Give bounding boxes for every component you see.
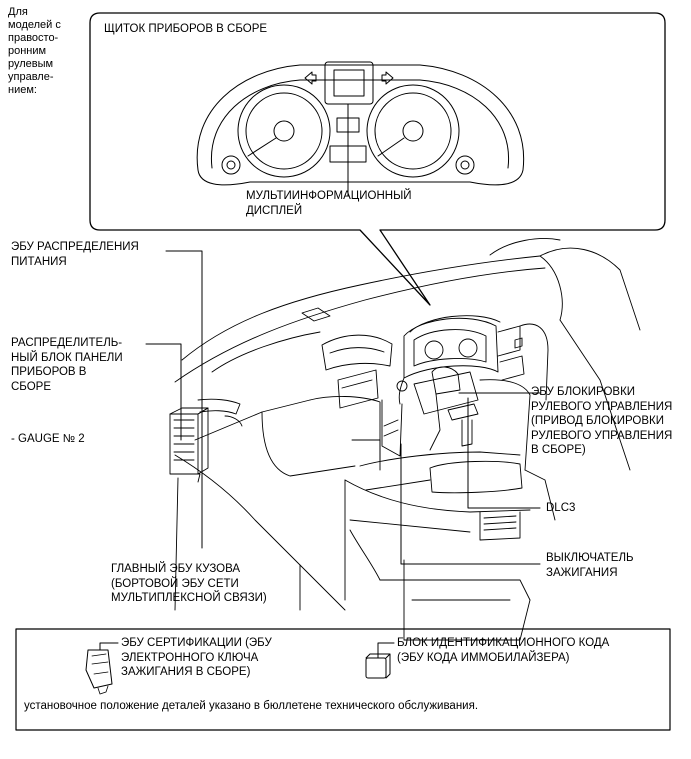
certification-ecu-label: ЭБУ СЕРТИФИКАЦИИ (ЭБУ ЭЛЕКТРОННОГО КЛЮЧА… — [121, 637, 272, 678]
id-code-box-label: БЛОК ИДЕНТИФИКАЦИОННОГО КОДА (ЭБУ КОДА И… — [397, 637, 610, 664]
callout-box — [89, 12, 666, 306]
legend-box — [15, 628, 671, 731]
footnote: установочное положение деталей указано в… — [24, 700, 479, 712]
dlc3-label: DLC3 — [546, 502, 576, 514]
main-body-ecu-label: ГЛАВНЫЙ ЭБУ КУЗОВА (БОРТОВОЙ ЭБУ СЕТИ МУ… — [111, 563, 267, 604]
leader-lines — [145, 187, 541, 565]
gauge-label: - GAUGE № 2 — [11, 433, 85, 445]
ignition-switch-label: ВЫКЛЮЧАТЕЛЬ ЗАЖИГАНИЯ — [546, 552, 634, 579]
cluster-title: ЩИТОК ПРИБОРОВ В СБОРЕ — [104, 23, 268, 35]
dashboard-illustration — [169, 238, 641, 641]
multi-display-label: МУЛЬТИИНФОРМАЦИОННЫЙ ДИСПЛЕЙ — [246, 190, 412, 217]
power-ecu-label: ЭБУ РАСПРЕДЕЛЕНИЯ ПИТАНИЯ — [11, 241, 139, 268]
steering-lock-ecu-label: ЭБУ БЛОКИРОВКИ РУЛЕВОГО УПРАВЛЕНИЯ (ПРИВ… — [531, 386, 673, 456]
junction-block-label: РАСПРЕДЕЛИТЕЛЬ- НЫЙ БЛОК ПАНЕЛИ ПРИБОРОВ… — [11, 337, 123, 393]
rhd-note: Для моделей с правосто- ронним рулевым у… — [8, 6, 61, 96]
instrument-cluster-illustration — [196, 61, 525, 197]
